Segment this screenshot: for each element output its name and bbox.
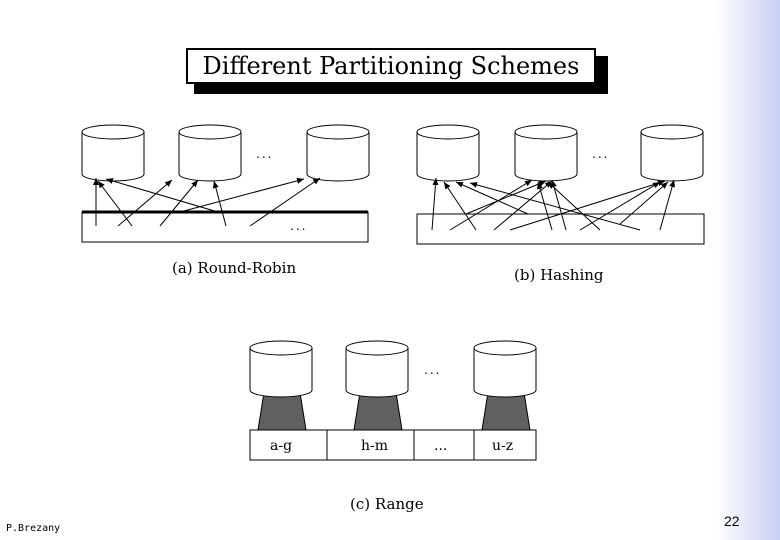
- round-robin-disk-1-top: [81, 124, 145, 140]
- round-robin-arrow-7: [212, 180, 227, 227]
- hashing-disk-3-top: [640, 124, 704, 140]
- hashing-arrow-6: [509, 180, 666, 231]
- range-table: [249, 429, 537, 461]
- range-disk-1-body: [249, 348, 313, 398]
- round-robin-disk-2-top: [178, 124, 242, 140]
- author-footer: P.Brezany: [6, 523, 61, 534]
- round-robin-arrow-4: [179, 177, 305, 213]
- hashing-arrow-10: [579, 181, 661, 231]
- range-label-ellipsis: ...: [434, 438, 447, 454]
- hashing-disk-1-body: [416, 132, 480, 182]
- round-robin-arrow-3: [97, 180, 133, 227]
- round-robin-disk-ellipsis: ...: [256, 147, 273, 161]
- hashing-arrow-12: [619, 181, 669, 225]
- hashing-arrow-7: [455, 181, 529, 215]
- hashing-disk-1: [416, 124, 480, 182]
- round-robin-arrow-8: [249, 177, 321, 227]
- hashing-caption: (b) Hashing: [514, 266, 604, 284]
- background-gradient: [716, 0, 780, 540]
- page-number: 22: [724, 513, 740, 529]
- hashing-table: [416, 213, 705, 245]
- range-disk-3: [473, 340, 537, 398]
- hashing-diagram: ... (b) Hashing: [416, 124, 705, 284]
- hashing-disk-2-top: [514, 124, 578, 140]
- round-robin-disk-2-body: [178, 132, 242, 182]
- range-disk-ellipsis: ...: [424, 363, 441, 377]
- hashing-arrow-2: [449, 179, 533, 231]
- round-robin-table: [81, 211, 369, 243]
- range-label-a-g: a-g: [270, 438, 292, 454]
- range-disk-2: [345, 340, 409, 398]
- hashing-arrow-11: [547, 181, 601, 231]
- range-label-u-z: u-z: [492, 438, 513, 454]
- hashing-arrow-3: [443, 181, 477, 231]
- range-disk-2-top: [345, 340, 409, 356]
- round-robin-arrow-5: [159, 179, 199, 227]
- hashing-disk-3: [640, 124, 704, 182]
- round-robin-disk-3-top: [306, 124, 370, 140]
- round-robin-disk-3: [306, 124, 370, 182]
- hashing-arrow-4: [465, 180, 547, 215]
- round-robin-arrow-2: [117, 179, 173, 227]
- hashing-disk-2: [514, 124, 578, 182]
- round-robin-disk-2: [178, 124, 242, 182]
- round-robin-disk-1: [81, 124, 145, 182]
- round-robin-disk-3-body: [306, 132, 370, 182]
- page-title: Different Partitioning Schemes: [186, 48, 596, 84]
- range-disk-3-top: [473, 340, 537, 356]
- range-disk-1-top: [249, 340, 313, 356]
- range-diagram: ... a-g h-m ... u-z (c) Range: [249, 340, 537, 513]
- hashing-arrow-8: [537, 181, 553, 231]
- round-robin-diagram: ... ... (a) Round-Robin: [81, 124, 370, 277]
- range-disk-3-body: [473, 348, 537, 398]
- range-label-h-m: h-m: [361, 438, 388, 454]
- round-robin-table-ellipsis: ...: [290, 219, 307, 233]
- round-robin-arrow-6: [105, 178, 219, 213]
- hashing-arrow-13: [469, 181, 641, 231]
- range-disk-2-body: [345, 348, 409, 398]
- round-robin-caption: (a) Round-Robin: [172, 259, 296, 277]
- hashing-arrow-1: [431, 177, 439, 231]
- hashing-disk-2-body: [514, 132, 578, 182]
- hashing-arrow-14: [659, 179, 676, 231]
- range-caption: (c) Range: [350, 495, 424, 513]
- hashing-disk-1-top: [416, 124, 480, 140]
- range-disk-1: [249, 340, 313, 398]
- hashing-disk-ellipsis: ...: [592, 147, 609, 161]
